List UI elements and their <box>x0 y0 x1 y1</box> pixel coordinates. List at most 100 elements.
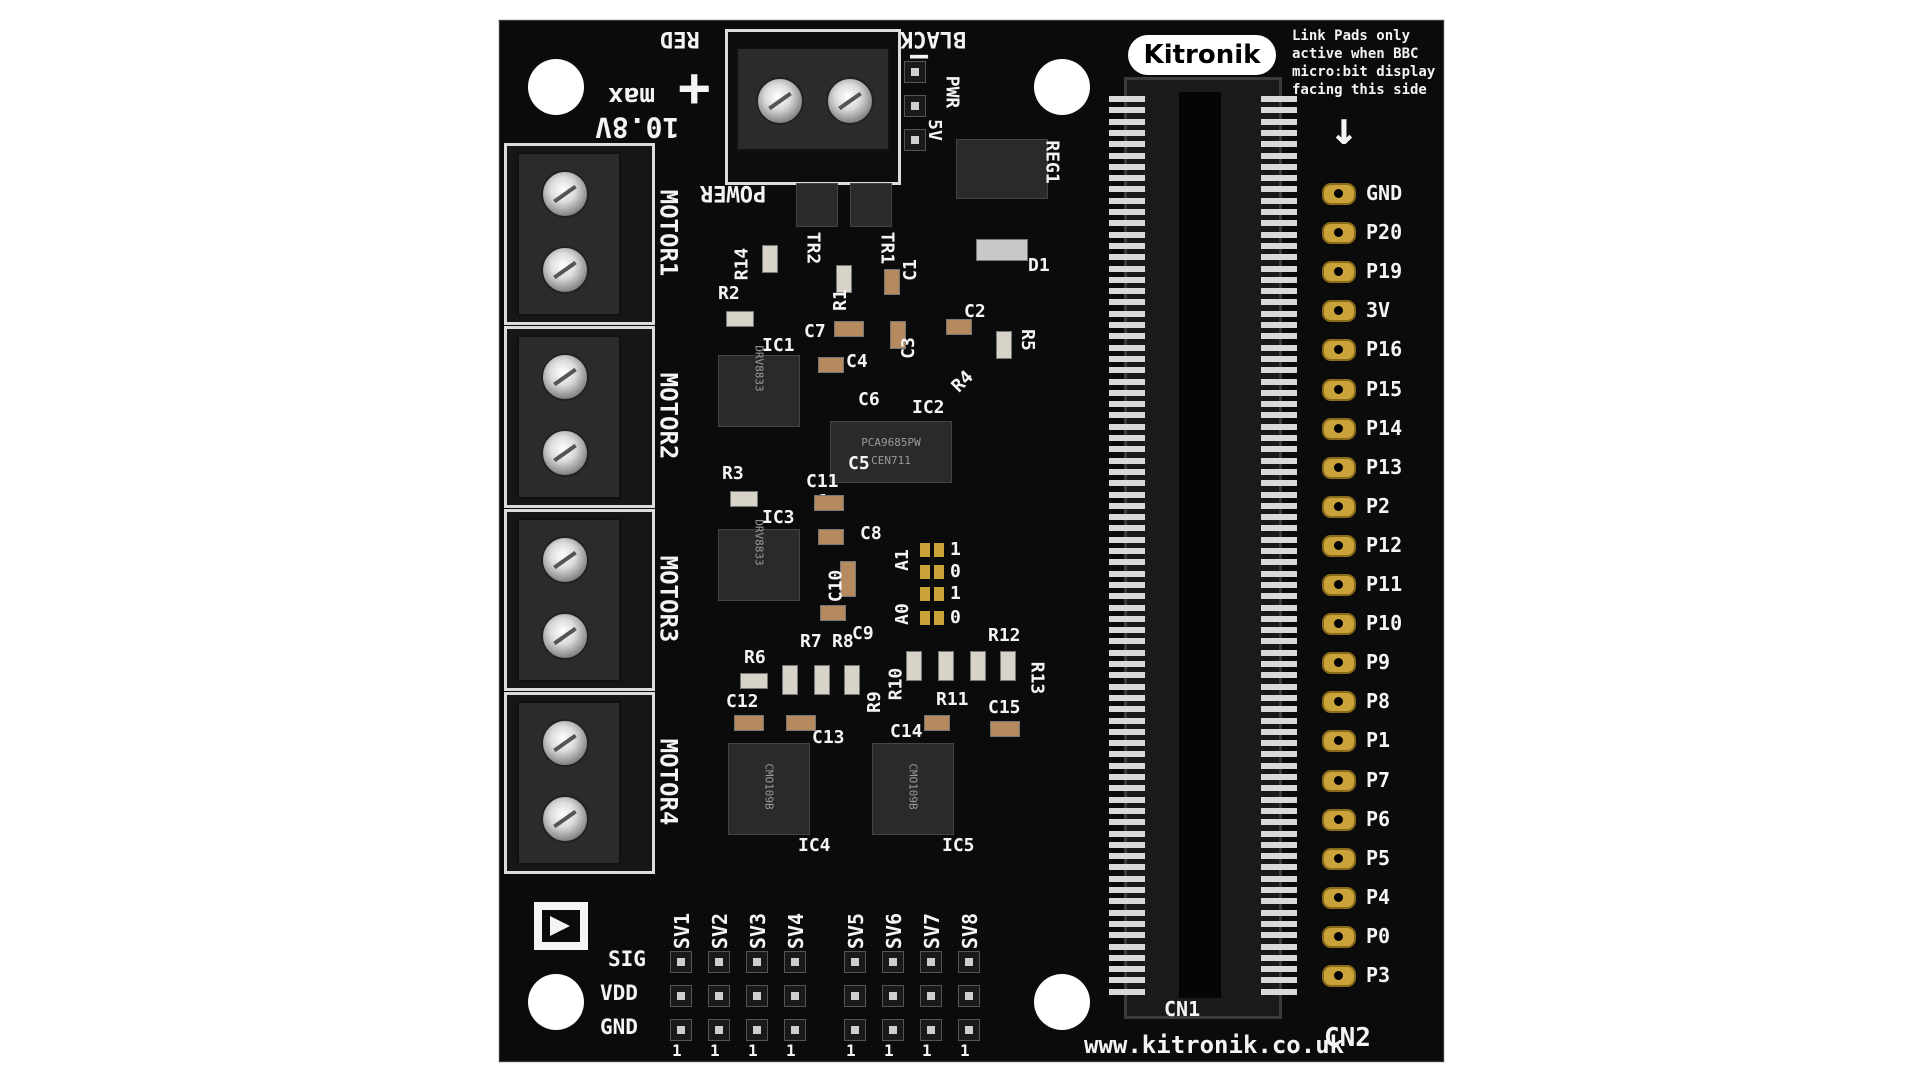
cn1-pin <box>1261 694 1297 701</box>
cn1-pin <box>1109 706 1145 713</box>
r7-resistor <box>782 665 798 695</box>
breakout-pad-label: P6 <box>1366 806 1391 831</box>
ic2-marking-line2: CEN711 <box>871 454 911 467</box>
cn1-pin <box>1261 807 1297 814</box>
cn1-pin <box>1261 288 1297 295</box>
cn1-pin <box>1261 819 1297 826</box>
power-terminal-block <box>725 29 901 185</box>
power-header-pin <box>904 129 926 151</box>
breakout-pad <box>1322 222 1356 245</box>
address-jumper-pad <box>934 543 944 557</box>
cn1-pin <box>1109 209 1145 215</box>
c10-capacitor <box>840 561 856 597</box>
breakout-pad-label: P13 <box>1366 454 1403 479</box>
cn1-pin <box>1109 175 1145 182</box>
cn1-pin <box>1261 830 1297 837</box>
address-jumper-pad <box>920 543 930 557</box>
cn1-pin <box>1261 118 1297 125</box>
label-reg1: REG1 <box>1041 140 1063 184</box>
c2-capacitor <box>946 319 972 335</box>
breakout-pad <box>1322 183 1356 205</box>
label-r8: R8 <box>832 631 854 652</box>
r13-resistor <box>1000 651 1016 681</box>
c15-capacitor <box>990 721 1020 737</box>
r9-resistor <box>844 665 860 695</box>
breakout-pad-label: P10 <box>1366 611 1403 636</box>
address-bit-2: 0 <box>950 561 961 582</box>
servo-header-pin <box>920 985 942 1007</box>
cn1-pin <box>1261 638 1297 645</box>
label-r6: R6 <box>744 647 766 668</box>
cn1-pin <box>1261 231 1297 238</box>
cn1-pin <box>1109 299 1145 306</box>
cn1-pin <box>1261 502 1297 509</box>
address-jumper-pad <box>934 587 944 601</box>
r6-resistor <box>740 673 768 689</box>
breakout-pad-label: GND <box>1366 181 1403 205</box>
cn1-pin <box>1109 593 1145 600</box>
cn1-pin <box>1261 310 1297 317</box>
cn1-pin <box>1109 197 1145 204</box>
cn1-pin <box>1261 175 1297 182</box>
label-r5: R5 <box>1016 329 1038 351</box>
servo-header-pin <box>920 951 942 973</box>
cn1-pin <box>1261 322 1297 328</box>
cn1-pin <box>1261 954 1297 961</box>
cn1-pin <box>1109 468 1145 475</box>
cn1-pin <box>1109 932 1145 939</box>
label-c8: C8 <box>860 523 882 544</box>
cn1-pin <box>1109 265 1145 272</box>
label-tr1: TR1 <box>876 231 898 265</box>
cn1-pin <box>1261 401 1297 408</box>
servo-pin1-label: 1 <box>786 1041 796 1060</box>
breakout-pad-label: 3V <box>1366 298 1391 323</box>
cn1-pin <box>1109 423 1145 430</box>
cn1-pin <box>1261 593 1297 600</box>
cn1-pin <box>1261 627 1297 634</box>
cn1-pin <box>1109 830 1145 837</box>
kitronik-mascot-icon <box>524 896 598 956</box>
breakout-pad <box>1322 925 1356 948</box>
cn1-pin <box>1261 740 1297 747</box>
cn1-pin <box>1261 378 1297 385</box>
label-r2: R2 <box>718 283 740 304</box>
address-bit-1: 1 <box>950 539 961 560</box>
kitronik-url: www.kitronik.co.uk <box>1084 1031 1345 1059</box>
servo-pin1-label: 1 <box>748 1041 758 1060</box>
c7-capacitor <box>834 321 864 337</box>
cn1-pin <box>1109 435 1145 441</box>
breakout-pad <box>1322 847 1356 870</box>
cn1-pin <box>1109 446 1145 453</box>
cn1-pin <box>1109 796 1145 803</box>
cn1-pin <box>1109 186 1145 193</box>
tr2-transistor <box>796 183 838 227</box>
cn1-pin <box>1109 785 1145 792</box>
cn1-pin <box>1261 988 1297 995</box>
cn1-pin <box>1109 378 1145 385</box>
r5-resistor <box>996 331 1012 359</box>
ic2-marking: PCA9685PW <box>861 436 921 449</box>
cn1-pin <box>1261 186 1297 193</box>
cn1-pin <box>1261 163 1297 170</box>
breakout-pad-label: P7 <box>1366 767 1391 792</box>
cn1-pin <box>1261 536 1297 543</box>
cn1-pin <box>1261 706 1297 713</box>
address-bit-3: 1 <box>950 583 961 604</box>
cn1-pin <box>1261 615 1297 622</box>
cn1-pin <box>1261 864 1297 871</box>
breakout-pad <box>1322 574 1356 596</box>
cn1-pin <box>1261 559 1297 566</box>
cn1-pin <box>1261 661 1297 667</box>
cn1-pin <box>1261 355 1297 362</box>
servo-pin1-label: 1 <box>884 1041 894 1060</box>
cn1-pin <box>1109 118 1145 125</box>
breakout-pad-label: P9 <box>1366 650 1391 675</box>
label-c15: C15 <box>988 697 1021 718</box>
cn1-pin <box>1261 491 1297 498</box>
breakout-pad <box>1322 339 1356 362</box>
label-r4: R4 <box>947 366 978 397</box>
cn1-pin <box>1261 717 1297 724</box>
label-c7: C7 <box>804 321 826 342</box>
cn1-pin <box>1261 604 1297 611</box>
r8-resistor <box>814 665 830 695</box>
